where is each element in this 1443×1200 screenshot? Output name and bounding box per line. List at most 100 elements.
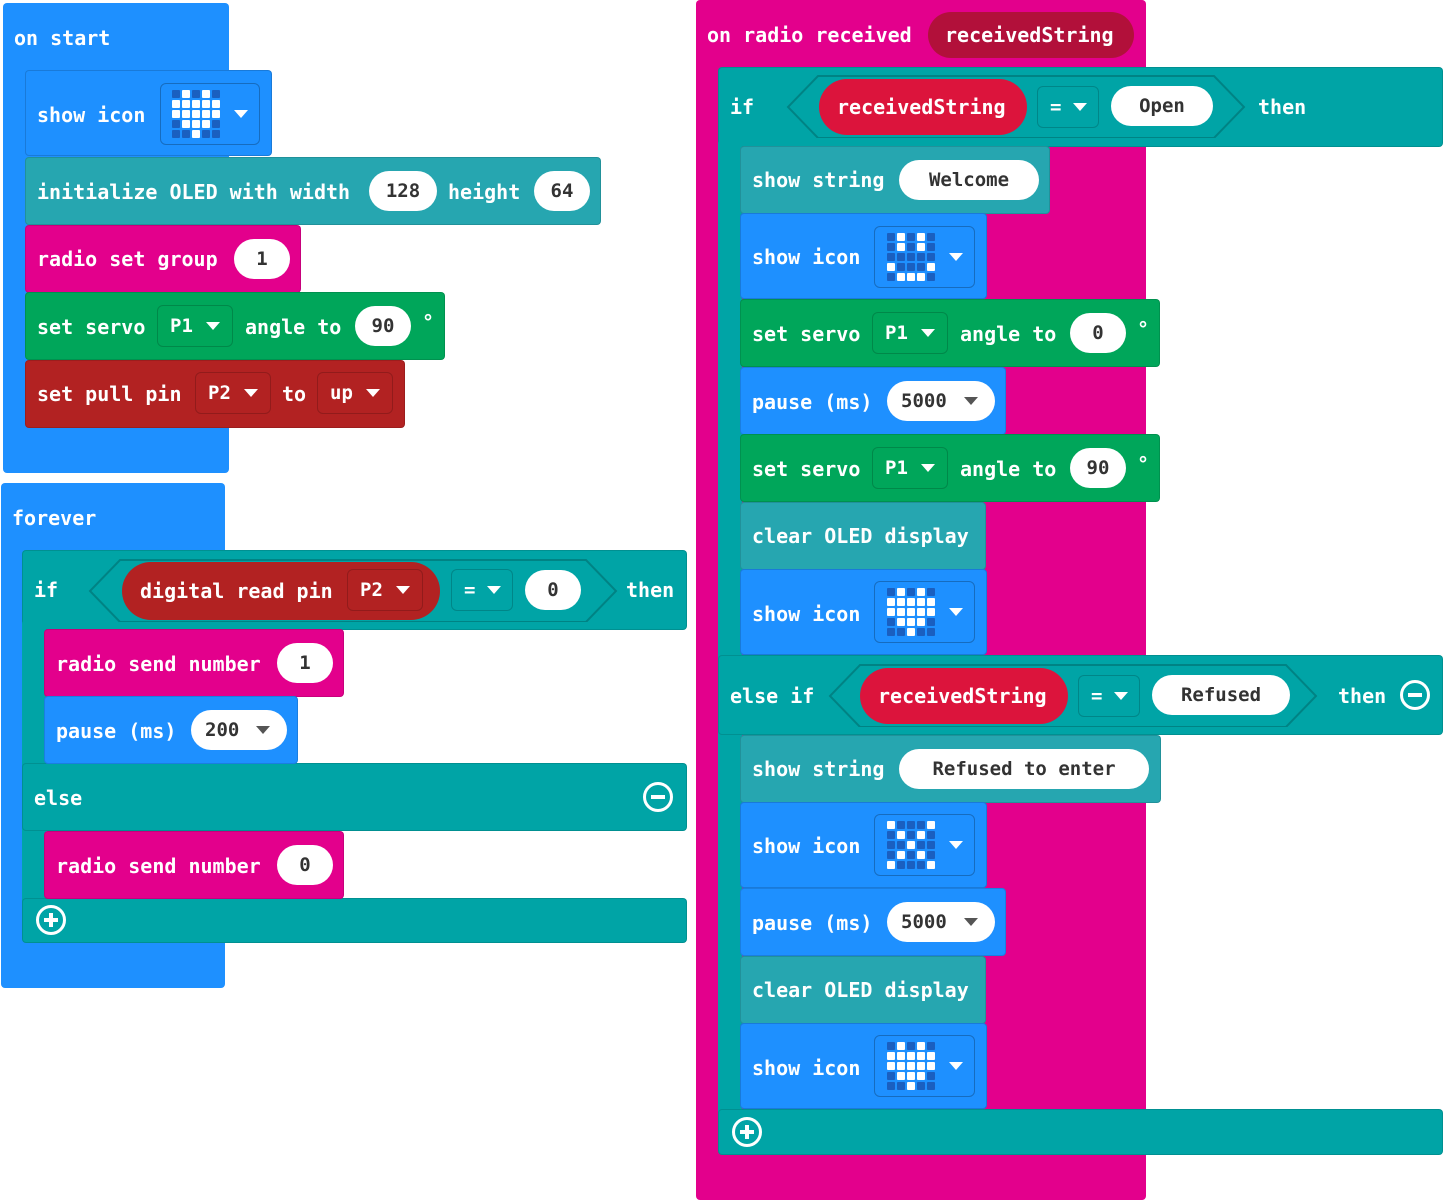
show-icon-block[interactable] (25, 70, 272, 156)
digital-read-label: digital read pin (140, 579, 333, 603)
chevron-down-icon[interactable] (964, 397, 978, 405)
chevron-down-icon[interactable] (206, 322, 220, 330)
radio-group-input[interactable]: 1 (234, 239, 290, 279)
radio-send-label: radio send number (56, 854, 261, 878)
oled-width-input[interactable]: 128 (369, 171, 437, 211)
servo-pin-dropdown[interactable]: P1 (157, 305, 233, 347)
radio-set-group-label: radio set group (37, 247, 218, 271)
compare-operator-dropdown[interactable]: = (1078, 675, 1140, 717)
icon-picker-heart[interactable] (160, 83, 260, 145)
chevron-down-icon[interactable] (1073, 103, 1087, 111)
if-label: if (730, 95, 755, 119)
to-label: to (282, 382, 307, 406)
pause-label: pause (ms) (56, 719, 177, 743)
remove-else-if-icon[interactable] (1400, 680, 1430, 710)
clear-oled-label: clear OLED display (752, 978, 969, 1002)
chevron-down-icon[interactable] (366, 389, 380, 397)
compare-operator-dropdown[interactable]: = (451, 569, 513, 611)
compare-value-input[interactable]: 0 (525, 570, 581, 610)
heart-icon (887, 588, 935, 636)
degree-symbol: ° (1137, 452, 1150, 476)
show-icon-block[interactable] (740, 1023, 987, 1109)
welcome-string-input[interactable]: Welcome (899, 160, 1039, 200)
show-icon-block[interactable] (740, 213, 987, 299)
angle-input[interactable]: 90 (355, 306, 411, 346)
chevron-down-icon[interactable] (949, 253, 963, 261)
if-else-footer (22, 898, 687, 943)
pause-label: pause (ms) (752, 390, 873, 414)
chevron-down-icon[interactable] (949, 608, 963, 616)
oled-height-input[interactable]: 64 (534, 171, 590, 211)
send-value-input[interactable]: 1 (277, 643, 333, 683)
pause-label: pause (ms) (752, 911, 873, 935)
show-icon-block[interactable] (740, 802, 987, 888)
then-label: then (1258, 95, 1307, 119)
chevron-down-icon[interactable] (256, 726, 270, 734)
show-icon-label: show icon (752, 1056, 861, 1080)
chevron-down-icon[interactable] (921, 329, 935, 337)
heart-icon (172, 90, 220, 138)
oled-init-block[interactable] (25, 157, 601, 225)
degree-symbol: ° (422, 310, 435, 334)
received-string-param[interactable] (928, 12, 1134, 58)
if-elseif-spine (718, 140, 742, 1150)
no-icon (887, 821, 935, 869)
refused-string-input[interactable]: Refused (1152, 675, 1290, 715)
chevron-down-icon[interactable] (234, 110, 248, 118)
show-string-label: show string (752, 757, 885, 781)
pull-mode-dropdown[interactable]: up (317, 372, 393, 414)
angle-to-label: angle to (960, 322, 1057, 346)
open-string-input[interactable]: Open (1111, 86, 1213, 126)
set-servo-label: set servo (37, 315, 146, 339)
else-label: else (34, 786, 83, 810)
compare-operator-dropdown[interactable]: = (1037, 86, 1099, 128)
received-string-variable[interactable] (819, 79, 1027, 135)
set-pull-pin-label: set pull pin (37, 382, 182, 406)
chevron-down-icon[interactable] (487, 586, 501, 594)
angle-input[interactable]: 90 (1070, 448, 1126, 488)
icon-picker-happy[interactable] (874, 226, 975, 288)
set-servo-label: set servo (752, 457, 861, 481)
degree-symbol: ° (1137, 317, 1150, 341)
remove-else-icon[interactable] (643, 782, 673, 812)
read-pin-dropdown[interactable]: P2 (347, 569, 423, 611)
clear-oled-block[interactable] (740, 956, 986, 1024)
angle-input[interactable]: 0 (1070, 313, 1126, 353)
oled-init-label: initialize OLED with width (37, 180, 351, 204)
chevron-down-icon[interactable] (921, 464, 935, 472)
add-else-if-icon[interactable] (36, 905, 66, 935)
happy-icon (887, 233, 935, 281)
pause-value-input[interactable]: 5000 (887, 381, 995, 421)
icon-picker-heart[interactable] (874, 581, 975, 643)
on-radio-received-header: on radio received (707, 23, 912, 47)
chevron-down-icon[interactable] (949, 1062, 963, 1070)
pause-value-input[interactable]: 5000 (887, 902, 995, 942)
icon-picker-no[interactable] (874, 814, 975, 876)
received-string-variable[interactable] (860, 668, 1068, 724)
servo-pin-dropdown[interactable]: P1 (872, 312, 948, 354)
show-icon-label: show icon (752, 834, 861, 858)
refused-message-input[interactable]: Refused to enter (899, 749, 1149, 789)
add-else-if-icon[interactable] (732, 1117, 762, 1147)
chevron-down-icon[interactable] (949, 841, 963, 849)
clear-oled-label: clear OLED display (752, 524, 969, 548)
heart-icon (887, 1042, 935, 1090)
variable-label: receivedString (878, 684, 1047, 708)
show-icon-label: show icon (37, 103, 146, 127)
show-icon-block[interactable] (740, 569, 987, 655)
if-elseif-footer (718, 1109, 1443, 1155)
chevron-down-icon[interactable] (964, 918, 978, 926)
forever-header: forever (12, 506, 97, 530)
send-value-input[interactable]: 0 (277, 845, 333, 885)
pull-pin-dropdown[interactable]: P2 (195, 372, 271, 414)
show-string-label: show string (752, 168, 885, 192)
chevron-down-icon[interactable] (244, 389, 258, 397)
pause-value-input[interactable]: 200 (191, 710, 287, 750)
servo-pin-dropdown[interactable]: P1 (872, 447, 948, 489)
icon-picker-heart[interactable] (874, 1035, 975, 1097)
chevron-down-icon[interactable] (396, 586, 410, 594)
on-start-header: on start (14, 26, 111, 50)
set-servo-label: set servo (752, 322, 861, 346)
chevron-down-icon[interactable] (1114, 692, 1128, 700)
else-if-label: else if (730, 684, 815, 708)
